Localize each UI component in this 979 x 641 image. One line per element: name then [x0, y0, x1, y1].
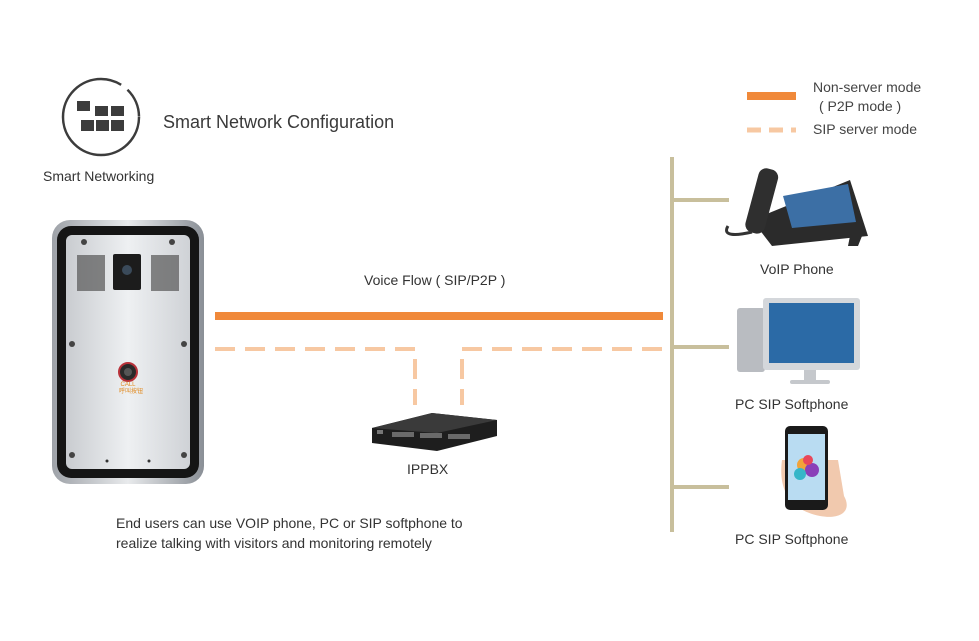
- ippbx-label: IPPBX: [407, 461, 449, 477]
- legend-solid-label: Non-server mode ( P2P mode ): [813, 78, 921, 116]
- endpoint-label-pc: PC SIP Softphone: [735, 396, 849, 412]
- sip-dashed-path-right: [460, 347, 662, 405]
- sip-dashed-path-left: [215, 347, 417, 405]
- desktop-computer-icon: [737, 298, 860, 384]
- ippbx-device: [372, 413, 497, 451]
- description-line-2: realize talking with visitors and monito…: [116, 535, 432, 551]
- legend-dashed-label: SIP server mode: [813, 121, 918, 137]
- voice-flow-label: Voice Flow ( SIP/P2P ): [364, 272, 506, 288]
- legend-solid-label-line2: ( P2P mode ): [819, 98, 902, 114]
- endpoint-label-voip-phone: VoIP Phone: [760, 261, 834, 277]
- endpoint-label-mobile: PC SIP Softphone: [735, 531, 849, 547]
- page-title: Smart Network Configuration: [163, 112, 395, 132]
- smart-networking-label: Smart Networking: [43, 168, 155, 184]
- call-button-text-2: 呼叫按钮: [119, 389, 144, 395]
- call-button-text-1: CALL: [120, 382, 136, 388]
- door-station-device: [52, 220, 204, 484]
- description-line-1: End users can use VOIP phone, PC or SIP …: [116, 515, 463, 531]
- description-text: End users can use VOIP phone, PC or SIP …: [116, 513, 463, 553]
- grid-blocks-icon: [61, 77, 141, 157]
- smartphone-icon: [781, 426, 847, 517]
- call-button-text: CALL 呼叫按钮: [119, 382, 144, 396]
- desk-phone-icon: [725, 168, 868, 246]
- legend-solid-label-line1: Non-server mode: [813, 79, 922, 95]
